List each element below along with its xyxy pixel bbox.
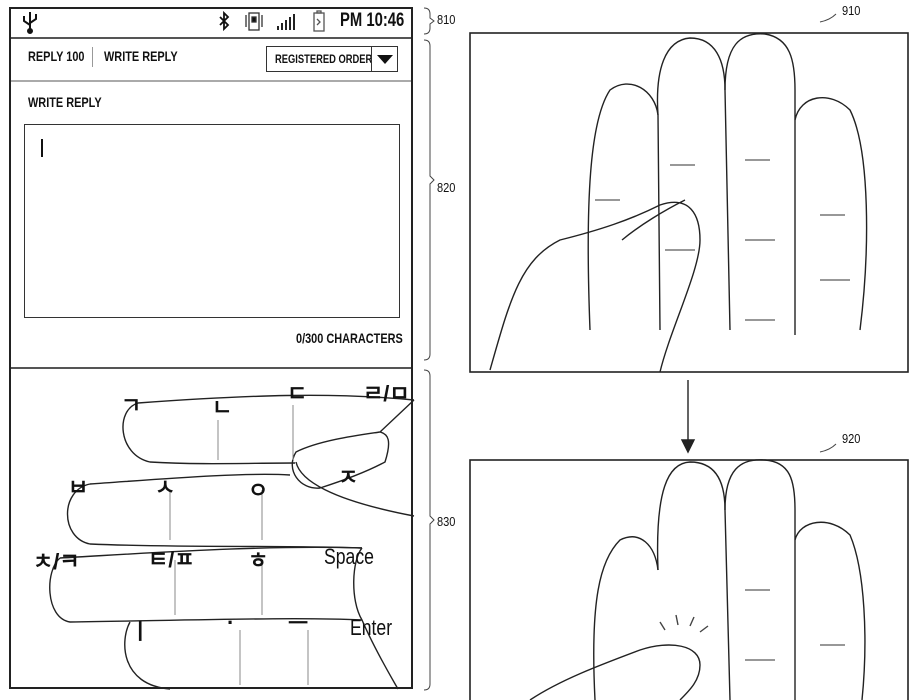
hand-drawing-920	[529, 459, 866, 700]
key-ieung[interactable]: ㅇ	[248, 478, 269, 503]
key-i[interactable]: ㅣ	[130, 619, 151, 644]
key-eu[interactable]: ㅡ	[288, 611, 309, 636]
key-siot[interactable]: ㅅ	[155, 475, 176, 500]
chevron-down-icon[interactable]	[377, 55, 393, 64]
reply-count: REPLY 100	[28, 48, 85, 64]
key-space[interactable]: Space	[324, 544, 374, 569]
usb-icon	[23, 12, 37, 34]
text-cursor	[41, 139, 43, 157]
phone-screen	[9, 7, 413, 689]
hand-drawing-910	[489, 33, 868, 373]
ref-830: 830	[437, 514, 456, 529]
key-dot[interactable]: ·	[227, 610, 235, 635]
battery-icon	[313, 10, 325, 32]
status-divider	[11, 37, 411, 39]
panel-920	[469, 459, 909, 700]
ref-810: 810	[437, 12, 456, 27]
panel-910	[469, 32, 909, 373]
char-count: 0/300 CHARACTERS	[296, 330, 403, 346]
transition-arrow	[680, 380, 696, 454]
key-jieut[interactable]: ㅈ	[338, 465, 359, 490]
vibrate-icon	[245, 12, 263, 31]
key-enter[interactable]: Enter	[350, 615, 393, 640]
key-bieup[interactable]: ㅂ	[68, 475, 89, 500]
reply-textarea[interactable]	[24, 124, 400, 318]
compose-label: WRITE REPLY	[28, 94, 102, 110]
key-nieun[interactable]: ㄴ	[212, 395, 233, 420]
key-tieut-pieup[interactable]: ㅌ/ㅍ	[148, 547, 195, 572]
tab-separator	[92, 47, 93, 67]
ref-910: 910	[842, 3, 861, 18]
status-time: PM 10:46	[340, 10, 405, 31]
key-chieut-kieuk[interactable]: ㅊ/ㅋ	[33, 549, 80, 574]
ref-brackets	[423, 7, 837, 691]
keyboard-hand-drawing	[49, 394, 415, 690]
sort-dropdown-value: REGISTERED ORDER	[275, 52, 373, 66]
key-rieul-mieum[interactable]: ㄹ/ㅁ	[363, 381, 410, 406]
dropdown-divider	[371, 47, 372, 71]
ref-820: 820	[437, 180, 456, 195]
key-giyeok[interactable]: ㄱ	[121, 393, 142, 418]
bluetooth-icon	[219, 10, 230, 32]
key-digeut[interactable]: ㄷ	[287, 381, 308, 406]
key-hieut[interactable]: ㅎ	[248, 548, 269, 573]
header-divider	[11, 80, 411, 82]
tab-write-reply[interactable]: WRITE REPLY	[104, 48, 178, 64]
keyboard-divider	[11, 367, 411, 369]
signal-icon	[277, 14, 295, 30]
ref-920: 920	[842, 431, 861, 446]
sort-dropdown[interactable]: REGISTERED ORDER	[266, 46, 398, 72]
